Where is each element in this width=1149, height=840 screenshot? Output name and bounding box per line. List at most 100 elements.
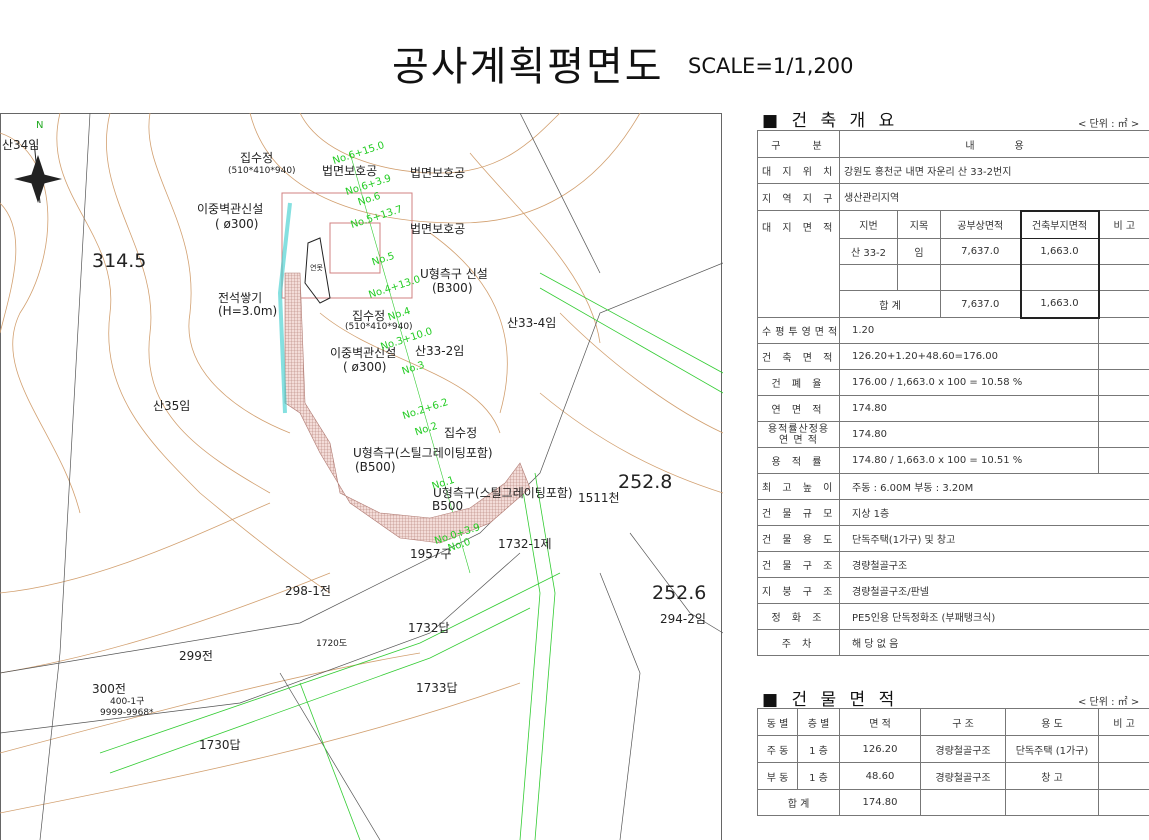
annotation-label: 이중벽관신설 (197, 202, 264, 216)
parcel-label: 1733답 (416, 681, 458, 695)
cell: 합 계 (757, 789, 840, 816)
site-area-row: 산 33-2 임 7,637.0 1,663.0 (758, 238, 1149, 265)
row-label: 건 물 용 도 (757, 525, 840, 552)
site-area-header-row: 대 지 면 적 지번 지목 공부상면적 건축부지면적 비 고 (757, 209, 1149, 318)
annotation-label: 이중벽관신설 (330, 346, 397, 360)
annotation-label: 법면보호공 (410, 166, 466, 180)
cell: 부 동 (757, 762, 798, 790)
row-value: 174.80 (839, 395, 1099, 422)
row-label: 주 차 (757, 629, 840, 656)
row-value: 강원도 홍천군 내면 자운리 산 33-2번지 (838, 157, 1149, 184)
row-value: 생산관리지역 (838, 183, 1149, 211)
row-label: 건 폐 율 (757, 369, 840, 396)
header-cell: 구 조 (920, 708, 1006, 736)
parcel-label: 1730답 (199, 738, 241, 752)
cell (1005, 789, 1099, 816)
total-row: 합 계 174.80 (757, 789, 1149, 816)
parcel-label: 299전 (179, 649, 213, 663)
row-label: 대 지 위 치 (757, 157, 840, 184)
site-area-row (758, 264, 1149, 291)
header-cell: 비 고 (1097, 210, 1149, 239)
remarks-cell (1097, 343, 1149, 370)
row-value: 지상 1층 (838, 499, 1149, 526)
cell: 창 고 (1005, 762, 1099, 790)
table-row: 지 역 지 구 생산관리지역 (757, 183, 1149, 211)
row-label: 지 붕 구 조 (757, 577, 840, 604)
row-value: 1.20 (839, 317, 1099, 344)
row-value: PE5인용 단독정화조 (부패탱크식) (838, 603, 1149, 630)
header-cell: 지번 (839, 210, 898, 239)
parcel-label: 1732-1제 (498, 537, 552, 551)
header-cell: 용 도 (1005, 708, 1099, 736)
annotation-label: 집수정 (240, 151, 274, 165)
map-frame (0, 113, 722, 840)
cell (897, 264, 941, 291)
overview-unit: < 단위 : ㎡ > (1078, 119, 1140, 130)
annotation-label: 전석쌓기 (218, 291, 263, 305)
row-value: 해 당 없 음 (838, 629, 1149, 656)
annotation-label: 법면보호공 (410, 222, 466, 236)
row-label: 건 물 규 모 (757, 499, 840, 526)
parcel-label: 294-2임 (660, 612, 706, 626)
parcel-label: 산34임 (2, 138, 40, 152)
table-row: 대 지 위 치 강원도 홍천군 내면 자운리 산 33-2번지 (757, 157, 1149, 184)
contour-lines (0, 113, 723, 814)
cell: 7,637.0 (940, 290, 1021, 318)
cell (839, 264, 898, 291)
row-value: 174.80 / 1,663.0 x 100 = 10.51 % (839, 447, 1099, 474)
annotation-label: (B500) (355, 460, 396, 474)
elevation-label: 252.6 (652, 582, 707, 604)
annotation-label: (510*410*940) (228, 166, 296, 176)
parcel-label: 산33-2임 (415, 344, 465, 358)
cell (1097, 290, 1149, 318)
row-label: 수평투영면적 (757, 317, 840, 344)
parcel-label: 298-1전 (285, 584, 331, 598)
annotation-label: ( ø300) (215, 217, 259, 231)
compass-ew-icon (14, 173, 62, 185)
remarks-cell (1097, 369, 1149, 396)
table-header-row: 구 분 내 용 (757, 130, 1149, 158)
parcel-label: 1732답 (408, 621, 450, 635)
cell: 126.20 (839, 735, 921, 763)
floor-area-table: 동 별 층 별 면 적 구 조 용 도 비 고 주 동 1 층 126.20 경… (757, 708, 1149, 816)
cell: 1,663.0 (1019, 290, 1100, 319)
cell (1097, 264, 1149, 291)
cell: 48.60 (839, 762, 921, 790)
annotation-label: U형측구(스틸그레이팅포함) (433, 486, 573, 500)
header-cell: 면 적 (839, 708, 921, 736)
elevation-label: 252.8 (618, 471, 673, 493)
table-row: 주 동 1 층 126.20 경량철골구조 단독주택 (1가구) (757, 735, 1149, 763)
annotation-label: 집수정 (444, 426, 478, 440)
site-plan-map: N 산34임 314.5 집수정 (510*410*940) 법면보호공 법면보… (0, 113, 723, 840)
row-value: 단독주택(1가구) 및 창고 (838, 525, 1149, 552)
row-label: 최 고 높 이 (757, 473, 840, 500)
floor-area-unit: < 단위 : ㎡ > (1078, 697, 1140, 708)
annotation-label: (510*410*940) (345, 322, 413, 332)
row-value: 경량철골구조/판넬 (838, 577, 1149, 604)
cell (920, 789, 1006, 816)
remarks-cell (1097, 421, 1149, 448)
annotation-label: 집수정 (352, 309, 386, 323)
drawing-title: 공사계획평면도 (392, 44, 664, 90)
table-row: 부 동 1 층 48.60 경량철골구조 창 고 (757, 762, 1149, 790)
cell: 경량철골구조 (920, 762, 1006, 790)
cell (1019, 264, 1100, 291)
cell: 임 (897, 238, 941, 265)
annotation-label: ( ø300) (343, 360, 387, 374)
building-overview-table: 구 분 내 용 대 지 위 치 강원도 홍천군 내면 자운리 산 33-2번지 … (757, 130, 1149, 656)
cell: 경량철골구조 (920, 735, 1006, 763)
cell (940, 264, 1021, 291)
annotation-label: (H=3.0m) (218, 304, 278, 318)
building-pad (281, 192, 413, 299)
site-plan-drawing (0, 113, 723, 840)
cell: 합 계 (839, 290, 941, 318)
cell: 1 층 (797, 735, 840, 763)
